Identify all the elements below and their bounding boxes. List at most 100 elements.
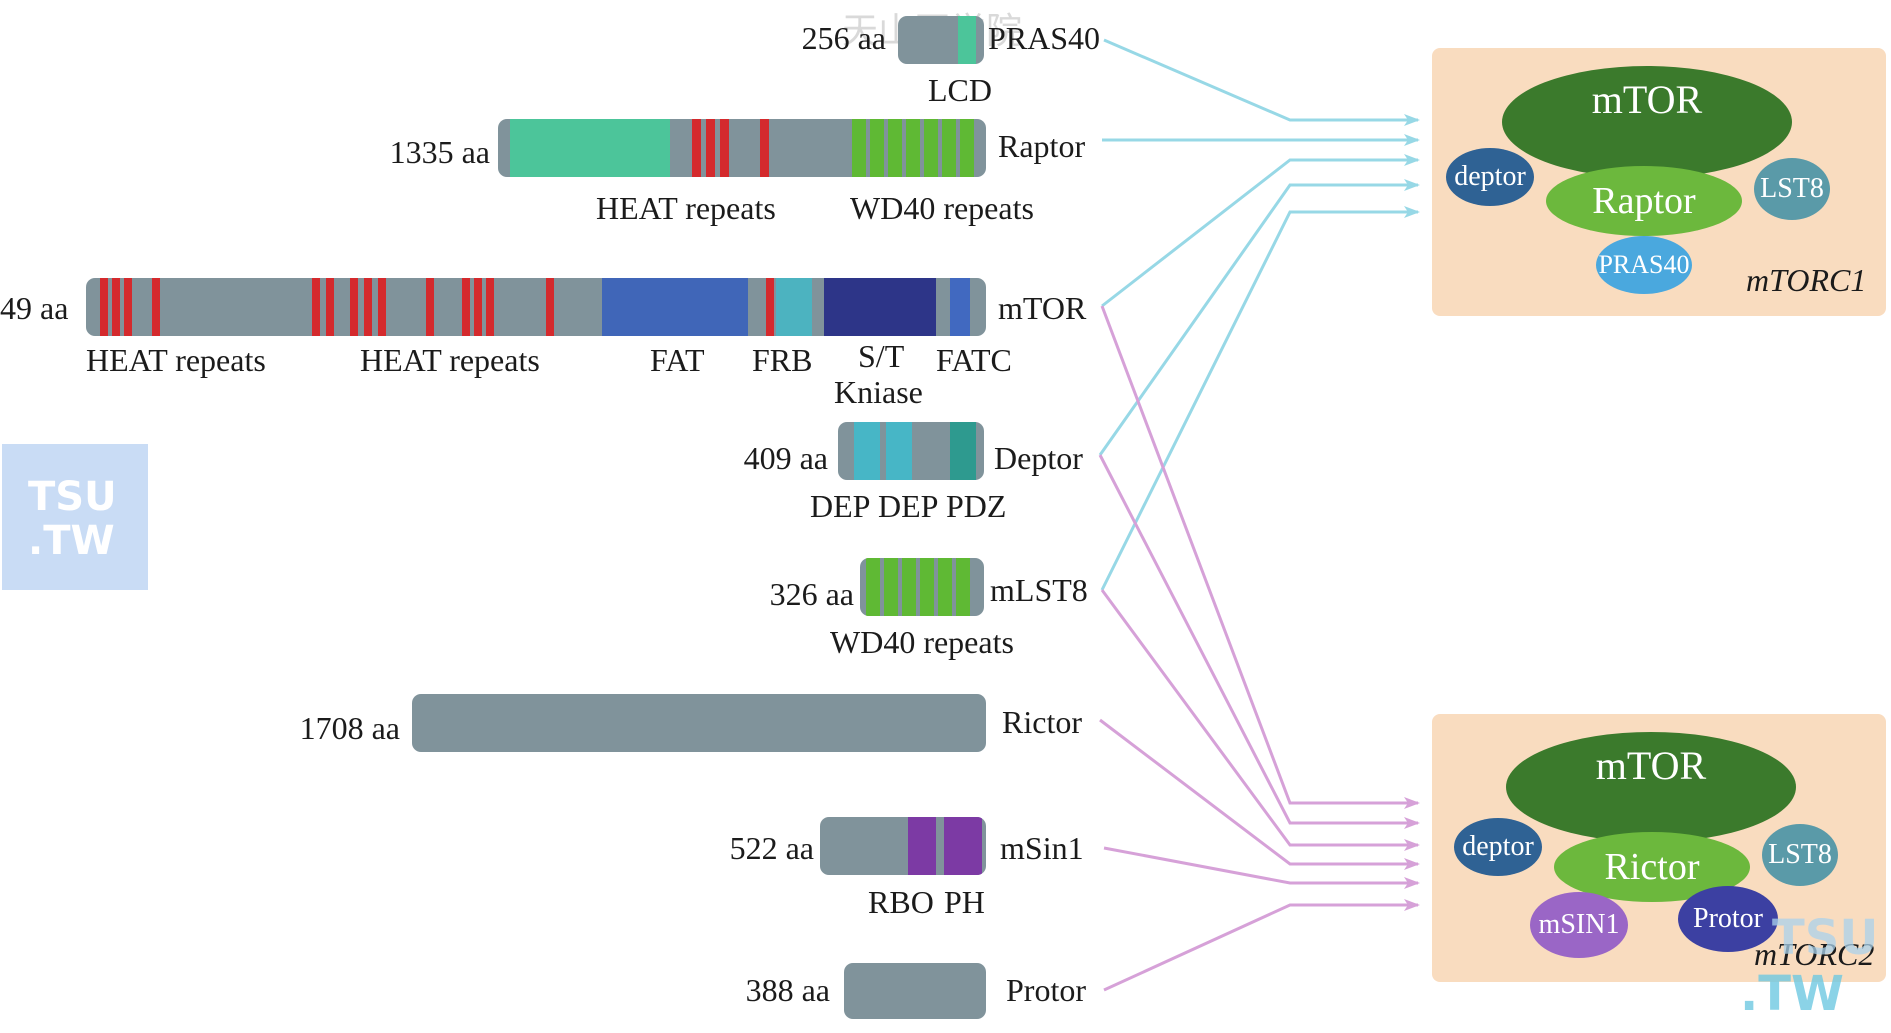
deptor-name: Deptor: [994, 440, 1083, 476]
pras40-name: PRAS40: [988, 20, 1101, 56]
raptor-wd40-repeat: [852, 119, 866, 177]
mtorc2-deptor-node: deptor: [1454, 818, 1542, 876]
deptor-dep-domain: [854, 422, 880, 480]
mtor-heat-repeat: [326, 278, 334, 336]
deptor-length: 409 aa: [743, 440, 828, 476]
mtor-heat-repeat: [124, 278, 132, 336]
mtorc1-deptor-node: deptor: [1446, 148, 1534, 206]
mlst8-wd40-repeat: [956, 558, 970, 616]
mtor-kinase-label: Kniase: [834, 374, 923, 410]
mtorc1-label: mTORC1: [1746, 262, 1867, 298]
raptor-heat-repeat: [760, 119, 769, 177]
raptor-bar: [498, 119, 986, 177]
deptor-bar: [838, 422, 984, 480]
deptor-pdz-label: PDZ: [946, 488, 1007, 524]
mtorc2-msin1-node: mSIN1: [1530, 892, 1628, 958]
mtorc1-pras40-node: PRAS40: [1596, 236, 1692, 294]
mtor-heat-repeat: [546, 278, 554, 336]
rictor-name: Rictor: [1002, 704, 1082, 740]
mtorc2-label: mTORC2: [1754, 936, 1875, 972]
raptor-heat-repeat: [720, 119, 729, 177]
arrow-mlst8-mtorc1: [1100, 206, 1420, 591]
raptor-wd40-repeat: [906, 119, 920, 177]
watermark-logo-text-2: .TW: [28, 518, 115, 564]
arrow-protor-mtorc2: [1103, 899, 1420, 992]
msin1-rbo-label: RBO: [868, 884, 934, 920]
mtorc1-complex-panel: mTOR deptor Raptor LST8 PRAS40 mTORC1: [1432, 48, 1886, 316]
mtor-heat-repeat: [426, 278, 434, 336]
msin1-length: 522 aa: [729, 830, 814, 866]
arrow-mtor-mtorc2: [1100, 305, 1420, 809]
mlst8-wd40-repeat: [866, 558, 880, 616]
mtor-bar: [86, 278, 986, 336]
mtor-heat-repeat: [312, 278, 320, 336]
mtorc1-lst8-node: LST8: [1754, 158, 1830, 220]
msin1-ph-label: PH: [944, 884, 985, 920]
mlst8-name: mLST8: [990, 572, 1088, 608]
pras40-lcd-domain: [958, 16, 976, 64]
watermark-logo-left: TSU .TW: [2, 444, 148, 590]
mtor-fat-domain: [602, 278, 748, 336]
rictor-bar: [412, 694, 986, 752]
protor-bar: [844, 963, 986, 1019]
mtorc1-mtor-node: mTOR: [1502, 66, 1792, 178]
arrow-mlst8-mtorc2: [1100, 589, 1420, 851]
watermark-logo-right-1: TSU: [1772, 910, 1879, 966]
mtor-heat-repeat: [350, 278, 358, 336]
raptor-heat-label: HEAT repeats: [596, 190, 776, 226]
raptor-heat-domain: [510, 119, 670, 177]
mtor-frb-domain: [776, 278, 812, 336]
raptor-wd40-repeat: [870, 119, 884, 177]
mtorc2-protor-node: Protor: [1678, 886, 1778, 952]
mtor-heat-repeat: [364, 278, 372, 336]
arrow-deptor-mtorc2: [1098, 454, 1420, 829]
mtorc2-lst8-node: LST8: [1762, 824, 1838, 886]
mtor-name: mTOR: [998, 290, 1087, 326]
mtor-heat-repeat: [152, 278, 160, 336]
mtorc1-raptor-node: Raptor: [1546, 166, 1742, 236]
mtor-heat-repeat: [486, 278, 494, 336]
mtor-st-label: S/T: [858, 338, 905, 374]
pras40-bar: [898, 16, 984, 64]
raptor-wd40-label: WD40 repeats: [850, 190, 1034, 226]
mtor-heat-repeat: [474, 278, 482, 336]
msin1-bar: [820, 817, 986, 875]
protor-name: Protor: [1006, 972, 1086, 1008]
mlst8-wd40-label: WD40 repeats: [830, 624, 1014, 660]
rictor-length: 1708 aa: [299, 710, 400, 746]
mtor-fatc-domain: [950, 278, 970, 336]
protor-length: 388 aa: [745, 972, 830, 1008]
mlst8-length: 326 aa: [769, 576, 854, 612]
raptor-heat-repeat: [692, 119, 701, 177]
deptor-pdz-domain: [950, 422, 976, 480]
mtor-heat-label-1: HEAT repeats: [86, 342, 266, 378]
mtorc2-rictor-node: Rictor: [1554, 832, 1750, 902]
deptor-dep-label-2: DEP: [878, 488, 939, 524]
pras40-length: 256 aa: [801, 20, 886, 56]
mtor-heat-repeat: [462, 278, 470, 336]
msin1-ph-domain: [944, 817, 982, 875]
raptor-wd40-repeat: [924, 119, 938, 177]
watermark-logo-text-1: TSU: [28, 474, 117, 520]
mlst8-wd40-repeat: [884, 558, 898, 616]
pras40-lcd-label: LCD: [928, 72, 992, 108]
mtor-fat-label: FAT: [650, 342, 705, 378]
mtor-fatc-label: FATC: [936, 342, 1012, 378]
mlst8-wd40-repeat: [902, 558, 916, 616]
mtorc2-mtor-node: mTOR: [1506, 732, 1796, 842]
raptor-wd40-repeat: [888, 119, 902, 177]
mtor-heat-repeat: [100, 278, 108, 336]
msin1-name: mSin1: [1000, 830, 1084, 866]
mtor-heat-repeat: [112, 278, 120, 336]
arrow-msin1-mtorc2: [1103, 846, 1420, 889]
arrow-rictor-mtorc2: [1099, 718, 1420, 870]
deptor-dep-label-1: DEP: [810, 488, 871, 524]
mtor-frb-label: FRB: [752, 342, 813, 378]
arrow-deptor-mtorc1: [1098, 179, 1420, 456]
watermark-logo-right-2: .TW: [1740, 966, 1844, 1022]
msin1-rbo-domain: [908, 817, 936, 875]
mtor-heat-label-2: HEAT repeats: [360, 342, 540, 378]
raptor-wd40-repeat: [960, 119, 974, 177]
